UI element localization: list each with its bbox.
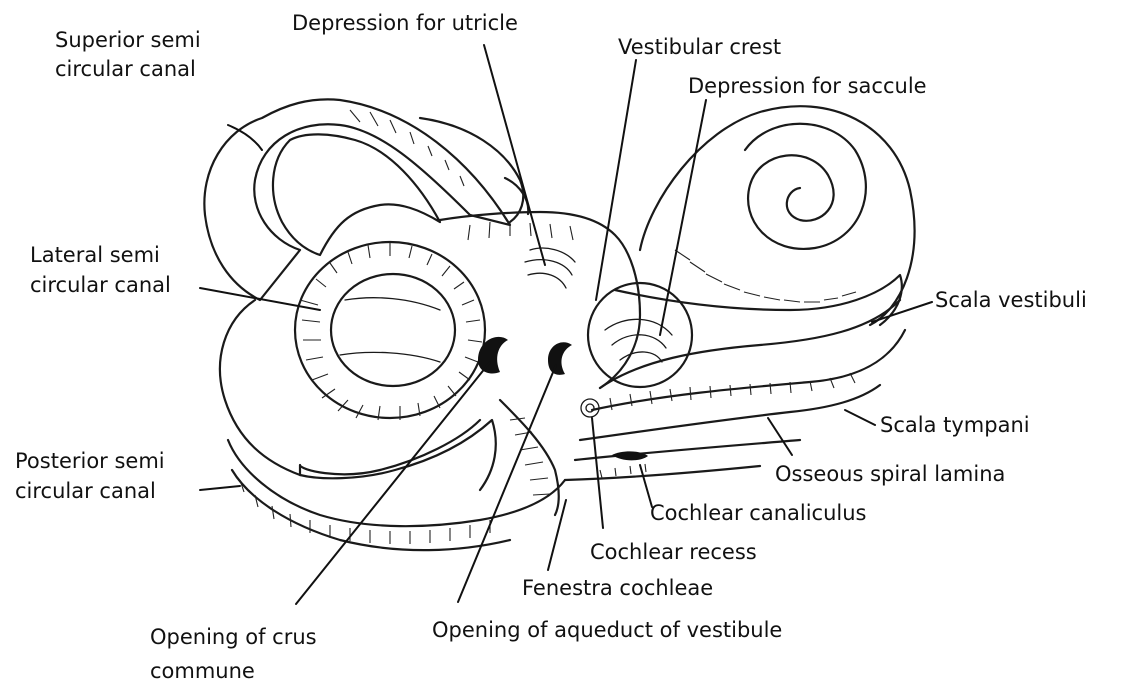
label-crus-line1: Opening of crus xyxy=(150,625,317,649)
label-utricle: Depression for utricle xyxy=(292,11,518,35)
leader-posterior xyxy=(200,486,240,490)
labels: Superior semi circular canal Depression … xyxy=(15,11,1087,683)
leader-aqueduct xyxy=(458,365,556,602)
label-superior-line2: circular canal xyxy=(55,57,196,81)
crus-commune-opening xyxy=(478,337,508,374)
label-fenestra: Fenestra cochleae xyxy=(522,576,713,600)
label-saccule: Depression for saccule xyxy=(688,74,927,98)
leader-cochlear-recess xyxy=(592,418,603,528)
label-lateral-line1: Lateral semi xyxy=(30,243,160,267)
posterior-canal-outline xyxy=(220,300,480,475)
vestibule-outline xyxy=(440,212,640,388)
label-scala-vestibuli: Scala vestibuli xyxy=(935,288,1087,312)
leader-saccule xyxy=(660,100,706,335)
leader-crus xyxy=(296,362,490,604)
lateral-canal-outer xyxy=(295,242,485,418)
label-cochlear-recess: Cochlear recess xyxy=(590,540,757,564)
label-posterior-line2: circular canal xyxy=(15,479,156,503)
cochlea-spiral xyxy=(745,124,866,249)
label-vestibular-crest: Vestibular crest xyxy=(618,35,781,59)
label-aqueduct: Opening of aqueduct of vestibule xyxy=(432,618,782,642)
leader-superior xyxy=(228,125,262,150)
superior-canal-inner xyxy=(273,134,440,255)
leader-vestibular-crest xyxy=(596,60,636,300)
label-scala-tympani: Scala tympani xyxy=(880,413,1030,437)
leader-scala-vestibuli xyxy=(872,302,932,322)
leader-utricle xyxy=(484,45,545,265)
leader-osseous xyxy=(768,418,792,455)
label-osseous: Osseous spiral lamina xyxy=(775,462,1005,486)
label-crus-line2: commune xyxy=(150,659,255,683)
aqueduct-opening xyxy=(548,342,572,375)
label-cochlear-canaliculus: Cochlear canaliculus xyxy=(650,501,867,525)
leader-scala-tympani xyxy=(845,410,875,425)
label-superior-line1: Superior semi xyxy=(55,28,201,52)
label-lateral-line2: circular canal xyxy=(30,273,171,297)
label-posterior-line1: Posterior semi xyxy=(15,449,165,473)
lateral-canal-inner xyxy=(331,274,455,386)
